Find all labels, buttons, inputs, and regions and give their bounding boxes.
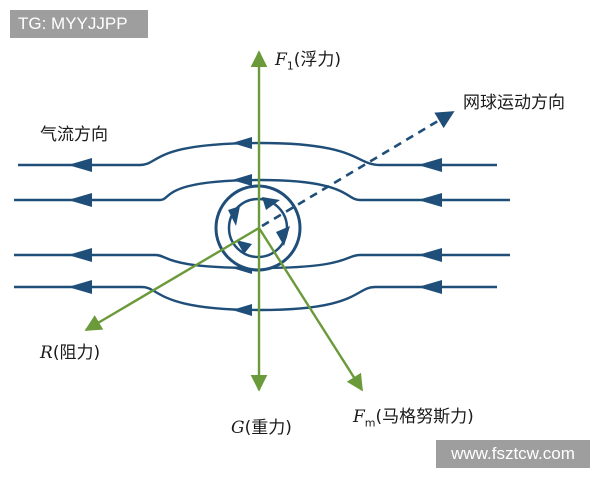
magnus-vector (257, 227, 364, 392)
flow-arrow (232, 137, 252, 149)
gravity-text: (重力) (244, 418, 292, 438)
drag-symbol: R (40, 343, 53, 363)
gravity-label: G(重力) (231, 418, 292, 438)
airflow-label: 气流方向 (40, 125, 108, 145)
gravity-symbol: G (231, 418, 245, 438)
magnus-symbol: F (353, 407, 365, 427)
flow-arrow (232, 304, 252, 316)
watermark-tag: TG: MYYJJPP (10, 10, 148, 38)
flow-arrow (418, 193, 442, 207)
flow-arrow (68, 248, 92, 262)
watermark-site: www.fsztcw.com (436, 440, 590, 468)
drag-label: R(阻力) (40, 343, 100, 363)
flow-arrow (68, 280, 92, 294)
flow-arrow (68, 158, 92, 172)
flow-arrow (418, 280, 442, 294)
magnus-label: Fm(马格努斯力) (353, 407, 474, 433)
magnus-subscript: m (364, 416, 376, 430)
lift-label: F1(浮力) (275, 50, 341, 76)
ball-motion-vector (261, 110, 455, 228)
drag-vector (84, 226, 260, 332)
lift-symbol: F (275, 50, 287, 70)
lift-text: (浮力) (293, 50, 342, 70)
flow-arrow (418, 248, 442, 262)
flow-arrows (68, 137, 442, 316)
lift-subscript: 1 (286, 59, 294, 73)
magnus-text: (马格努斯力) (375, 407, 474, 427)
drag-text: (阻力) (52, 343, 101, 363)
flow-arrow (68, 193, 92, 207)
flow-arrow (232, 174, 252, 186)
flow-arrow (418, 158, 442, 172)
force-vectors (84, 50, 364, 392)
ball-motion-label: 网球运动方向 (463, 93, 565, 113)
